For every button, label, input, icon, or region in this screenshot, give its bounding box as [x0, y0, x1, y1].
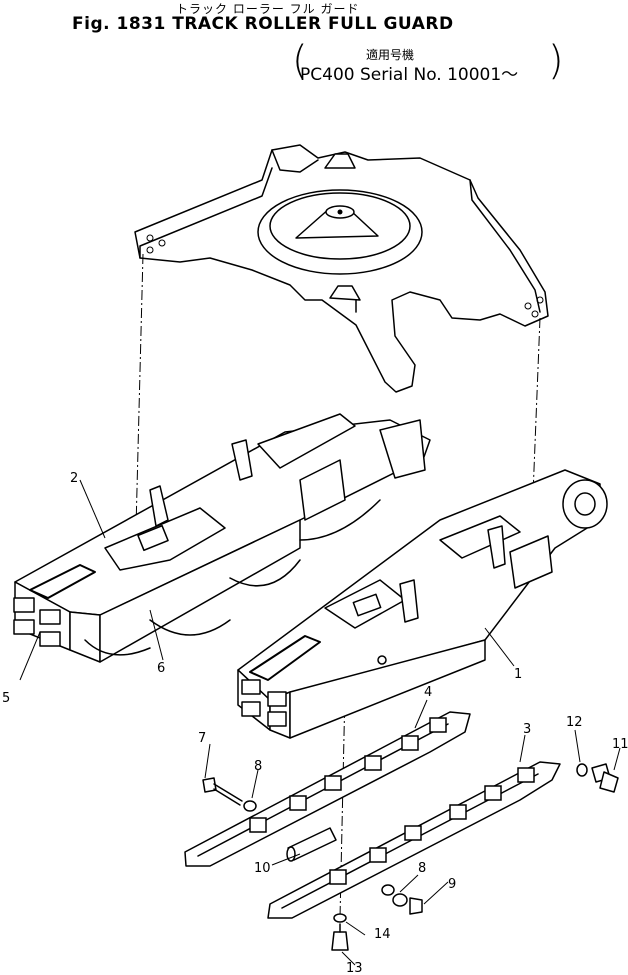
roller-guard-4 — [184, 711, 471, 867]
callout-7: 7 — [198, 731, 206, 746]
callout-13: 13 — [346, 961, 363, 975]
paren-close: ) — [548, 38, 564, 84]
roller-guard-3 — [267, 761, 561, 919]
upper-frame — [134, 144, 549, 393]
callout-labels: 1 2 3 4 5 6 7 8 9 10 11 12 13 14 8 — [2, 471, 628, 975]
callout-3: 3 — [523, 722, 531, 737]
paren-open: ( — [292, 38, 308, 84]
callout-6: 6 — [157, 661, 165, 676]
callout-8b: 8 — [418, 861, 426, 876]
applicable-models-label: 適用号機 — [366, 48, 415, 62]
callout-9: 9 — [448, 877, 456, 892]
serial-number-range: PC400 Serial No. 10001～ — [300, 65, 519, 85]
callout-11: 11 — [612, 737, 628, 752]
title-japanese: トラック ローラー フル ガード — [176, 2, 360, 16]
callout-14: 14 — [374, 927, 391, 942]
hardware — [202, 763, 619, 951]
figure-title: Fig. 1831 TRACK ROLLER FULL GUARD — [72, 14, 454, 34]
callout-8: 8 — [254, 759, 262, 774]
track-frame-left — [13, 413, 431, 663]
track-frame-right — [237, 469, 608, 739]
callout-10: 10 — [254, 861, 271, 876]
callout-1: 1 — [514, 667, 522, 682]
callout-12: 12 — [566, 715, 583, 730]
callout-4: 4 — [424, 685, 432, 700]
callout-leaders — [19, 479, 621, 966]
callout-2: 2 — [70, 471, 78, 486]
callout-5: 5 — [2, 691, 10, 706]
